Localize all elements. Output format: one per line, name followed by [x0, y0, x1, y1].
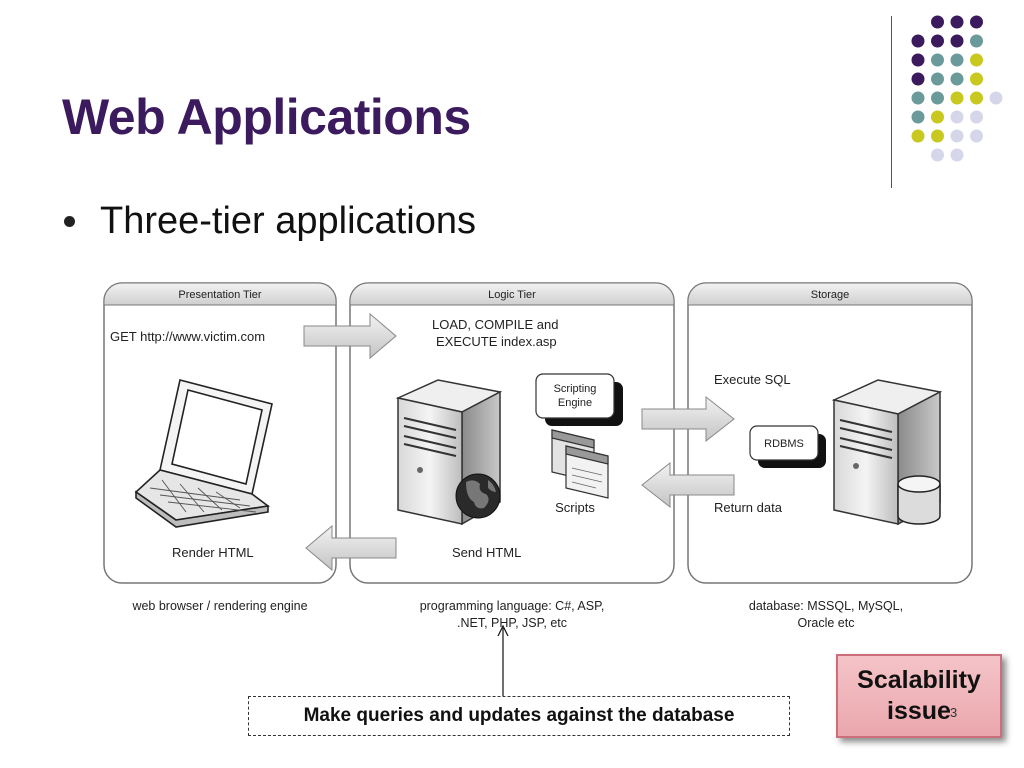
scripting-engine-label-1: Scripting	[554, 383, 597, 395]
decorative-dot	[911, 72, 925, 86]
decorative-dot	[911, 53, 925, 67]
execute-sql-arrow	[641, 395, 735, 443]
decorative-dot	[950, 53, 964, 67]
decorative-dot	[950, 91, 964, 105]
rdbms-box: RDBMS	[749, 425, 826, 468]
presentation-caption: web browser / rendering engine	[131, 599, 307, 613]
decorative-dot	[911, 129, 925, 143]
decorative-dot	[931, 148, 944, 162]
get-request-label: GET http://www.victim.com	[110, 329, 265, 344]
decorative-dot	[950, 129, 964, 143]
scripts-icon	[551, 429, 609, 499]
logic-caption-2: .NET, PHP, JSP, etc	[457, 616, 567, 630]
decorative-dot	[931, 15, 944, 29]
decorative-dot	[950, 15, 964, 29]
globe-icon	[455, 473, 501, 519]
presentation-tier-header: Presentation Tier	[178, 289, 261, 301]
decorative-dot	[970, 110, 983, 124]
storage-caption-2: Oracle etc	[798, 616, 855, 630]
decorative-dot	[911, 91, 925, 105]
decorative-dot-grid	[911, 15, 1003, 162]
decorative-dot	[950, 34, 964, 48]
decorative-vertical-line	[891, 16, 892, 188]
decorative-dot	[950, 148, 964, 162]
decorative-dot	[931, 72, 944, 86]
decorative-dot	[950, 72, 964, 86]
decorative-dot	[970, 129, 983, 143]
decorative-dot	[911, 110, 925, 124]
badge-line-2: issue	[887, 697, 951, 725]
decorative-dot	[931, 53, 944, 67]
load-compile-label-1: LOAD, COMPILE and	[432, 317, 558, 332]
bullet-text: Three-tier applications	[100, 200, 476, 242]
decorative-dot	[931, 129, 944, 143]
decorative-dot	[931, 91, 944, 105]
badge-line-1: Scalability	[857, 666, 981, 694]
storage-tier-header: Storage	[811, 289, 850, 301]
load-compile-label-2: EXECUTE index.asp	[436, 334, 557, 349]
execute-sql-label: Execute SQL	[714, 372, 791, 387]
send-html-arrow	[305, 524, 397, 572]
decorative-dot	[970, 72, 983, 86]
storage-caption-1: database: MSSQL, MySQL,	[749, 599, 903, 613]
decorative-dot	[911, 34, 925, 48]
decorative-dot	[970, 15, 983, 29]
callout-box: Make queries and updates against the dat…	[248, 696, 790, 736]
scalability-badge: Scalability issue	[836, 654, 1002, 738]
logic-tier-header: Logic Tier	[488, 289, 536, 301]
render-html-label: Render HTML	[172, 545, 254, 560]
decorative-dot	[950, 110, 964, 124]
rdbms-label: RDBMS	[764, 438, 804, 450]
return-data-arrow	[641, 461, 735, 509]
bullet-item: Three-tier applications	[64, 200, 476, 243]
return-data-label: Return data	[714, 500, 783, 515]
decorative-dot	[931, 34, 944, 48]
slide-title: Web Applications	[62, 89, 471, 145]
callout-pointer-arrow	[497, 624, 509, 696]
scripting-engine-box: Scripting Engine	[535, 373, 623, 426]
logic-caption-1: programming language: C#, ASP,	[420, 599, 605, 613]
request-arrow	[303, 312, 397, 360]
database-cylinder-icon	[897, 475, 941, 525]
decorative-dot	[970, 91, 983, 105]
decorative-dot	[970, 53, 983, 67]
bullet-dot-icon	[64, 216, 75, 227]
slide-number: 3	[950, 705, 958, 720]
decorative-dot	[970, 34, 983, 48]
decorative-dot	[931, 110, 944, 124]
send-html-label: Send HTML	[452, 545, 521, 560]
decorative-dot	[989, 91, 1003, 105]
scripting-engine-label-2: Engine	[558, 397, 592, 409]
laptop-icon	[134, 379, 273, 528]
scripts-label: Scripts	[555, 500, 595, 515]
